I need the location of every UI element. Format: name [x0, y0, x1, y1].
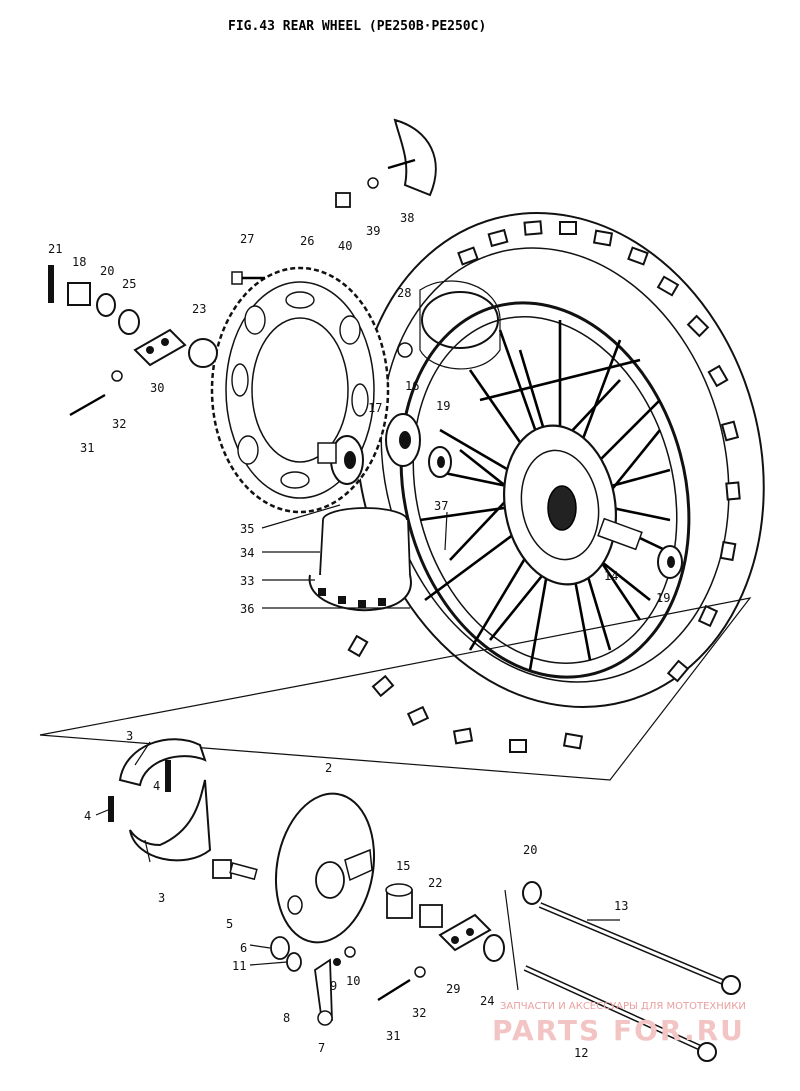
rear-sprocket — [210, 266, 390, 514]
spacers — [317, 413, 683, 579]
part-label: 15 — [396, 859, 410, 873]
part-label: 23 — [192, 302, 206, 316]
part-label: 32 — [412, 1006, 426, 1020]
part-label: 11 — [232, 959, 246, 973]
part-label: 13 — [614, 899, 628, 913]
part-label: 37 — [434, 499, 448, 513]
watermark: ЗАПЧАСТИ И АКСЕССУАРЫ ДЛЯ МОТОТЕХНИКИ PA… — [492, 1001, 746, 1047]
watermark-tagline: ЗАПЧАСТИ И АКСЕССУАРЫ ДЛЯ МОТОТЕХНИКИ — [500, 1001, 746, 1012]
part-label: 20 — [100, 264, 114, 278]
wheel-rim — [399, 301, 691, 679]
brake-panel — [274, 792, 376, 944]
sprocket-bolt — [231, 271, 265, 285]
part-label: 14 — [604, 569, 618, 583]
part-label: 17 — [368, 401, 382, 415]
part-label: 10 — [346, 974, 360, 988]
part-label: 27 — [240, 232, 254, 246]
part-label: 30 — [150, 381, 164, 395]
brake-lever-parts — [270, 936, 356, 1026]
part-label: 4 — [84, 809, 91, 823]
part-label: 33 — [240, 574, 254, 588]
tire-section — [419, 280, 501, 370]
sprocket-nut — [397, 342, 413, 358]
part-label: 7 — [318, 1041, 325, 1055]
part-label: 3 — [158, 891, 165, 905]
part-label: 31 — [386, 1029, 400, 1043]
part-label: 25 — [122, 277, 136, 291]
part-label: 26 — [300, 234, 314, 248]
axle-adjuster-parts-right — [377, 883, 505, 1002]
part-label: 21 — [48, 242, 62, 256]
part-label: 28 — [397, 286, 411, 300]
part-label: 18 — [72, 255, 86, 269]
part-label: 5 — [226, 917, 233, 931]
part-label: 8 — [283, 1011, 290, 1025]
part-label: 24 — [480, 994, 494, 1008]
part-label: 35 — [240, 522, 254, 536]
part-label: 19 — [656, 591, 670, 605]
perspective-lines — [39, 597, 752, 781]
part-label: 40 — [338, 239, 352, 253]
chain-guide-parts — [335, 118, 437, 208]
part-label: 39 — [366, 224, 380, 238]
part-label: 6 — [240, 941, 247, 955]
brake-shoes — [108, 738, 212, 862]
axles — [504, 881, 741, 1062]
axle-adjuster-parts-left — [48, 265, 218, 417]
leader-lines — [95, 504, 620, 966]
part-label: 3 — [126, 729, 133, 743]
part-label: 22 — [428, 876, 442, 890]
part-label: 20 — [523, 843, 537, 857]
part-label: 4 — [153, 779, 160, 793]
part-label: 36 — [240, 602, 254, 616]
watermark-logo: PARTS FOR.RU — [492, 1014, 745, 1047]
figure-title: FIG.43 REAR WHEEL (PE250B·PE250C) — [228, 19, 486, 34]
part-label: 34 — [240, 546, 254, 560]
part-label: 32 — [112, 417, 126, 431]
tube-assembly — [308, 507, 412, 612]
part-label: 38 — [400, 211, 414, 225]
part-label: 12 — [574, 1046, 588, 1060]
wheel-hub — [502, 424, 643, 586]
brake-camshaft — [212, 859, 258, 881]
part-label: 29 — [446, 982, 460, 996]
part-label: 2 — [325, 761, 332, 775]
part-label: 9 — [330, 979, 337, 993]
part-label: 19 — [436, 399, 450, 413]
part-label: 31 — [80, 441, 94, 455]
part-labels: 21 18 20 25 23 30 32 31 27 26 28 40 39 3… — [48, 211, 670, 1060]
part-label: 16 — [405, 379, 419, 393]
